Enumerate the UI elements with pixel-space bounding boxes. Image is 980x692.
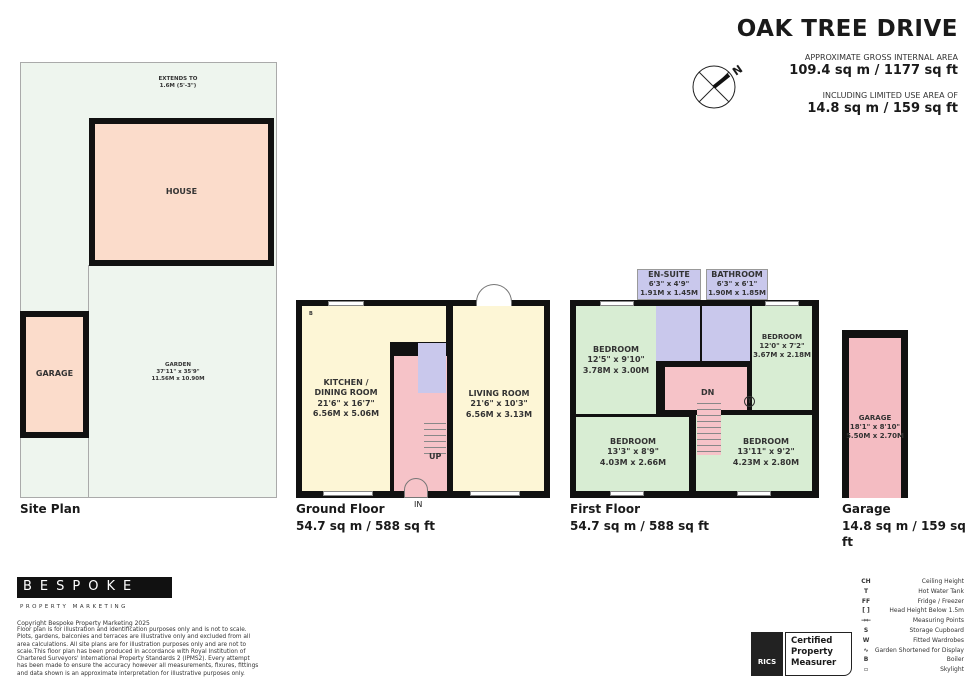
first-floor-area: 54.7 sq m / 588 sq ft [570,519,710,533]
house-label: HOUSE [165,186,198,196]
legend-label: Fridge / Freezer [917,597,964,605]
ground-floor-area: 54.7 sq m / 588 sq ft [296,519,436,533]
legend-icon: ▫ [863,666,869,674]
legend-icon: ∿ [863,646,869,654]
legend-label: Skylight [940,666,964,674]
legend-icon: CH [861,578,871,585]
limited-label: INCLUDING LIMITED USE AREA OF [822,91,958,100]
legend-label: Boiler [946,656,964,664]
legend-label: Ceiling Height [921,578,964,585]
legend-icon: W [862,636,870,644]
bedroom-3 [576,417,689,491]
in-label: IN [414,500,423,509]
site-plan-title: Site Plan [20,502,81,516]
wc [418,343,446,393]
legend-label: Garden Shortened for Display [874,646,964,654]
first-floor-title: First Floor [570,502,641,516]
legend-icon: →← [860,617,872,625]
compass-icon [692,65,736,109]
en-suite [656,306,700,361]
legend-icon: FF [861,597,871,605]
legend-label: Hot Water Tank [918,587,964,595]
disclaimer: Floor plan is for illustration and ident… [17,627,259,677]
legend-label: Fitted Wardrobes [913,636,964,644]
window [470,491,520,496]
legend-label: Measuring Points [912,617,964,625]
bedroom-1 [576,306,656,414]
gia-value: 109.4 sq m / 1177 sq ft [789,63,958,78]
legend-label: Storage Cupboard [909,627,964,634]
window [737,491,771,496]
garage-room [849,338,901,498]
garage-area: 14.8 sq m / 159 sq ft [842,519,966,549]
legend-icon: T [863,587,869,595]
boiler-label: B [309,311,313,317]
hot-water-tank-icon: T [744,396,755,407]
property-title: OAK TREE DRIVE [736,16,958,42]
front-door[interactable] [404,478,428,498]
window [328,301,364,306]
window [323,491,373,496]
dn-label: DN [701,388,715,397]
copyright: Copyright Bespoke Property Marketing 202… [17,620,150,627]
legend-icon: [ ] [862,607,870,615]
site-house: HOUSE [89,118,274,266]
window [600,301,634,306]
garage-title: Garage [842,502,891,516]
rics-logo: RICS [751,632,783,676]
limited-value: 14.8 sq m / 159 sq ft [807,101,958,116]
gia-label: APPROXIMATE GROSS INTERNAL AREA [804,53,958,62]
up-label: UP [429,452,442,461]
legend-icon: B [863,656,869,664]
site-garage: GARAGE [20,311,89,438]
window [765,301,799,306]
utility-area [390,306,446,342]
stairs [697,398,721,455]
bathroom [702,306,750,361]
legend-label: Head Height Below 1.5m [889,607,964,615]
kitchen-dining-room [302,306,390,491]
ground-floor-title: Ground Floor [296,502,385,516]
stairs [424,418,446,458]
brand-subtitle: PROPERTY MARKETING [20,604,128,610]
bespoke-logo: BESPOKE [17,577,172,598]
bedroom-2 [752,306,812,410]
garage-label: GARAGE [35,369,74,379]
french-doors[interactable] [476,284,512,306]
legend-icon: S [863,627,869,634]
window [610,491,644,496]
living-room [453,306,544,491]
